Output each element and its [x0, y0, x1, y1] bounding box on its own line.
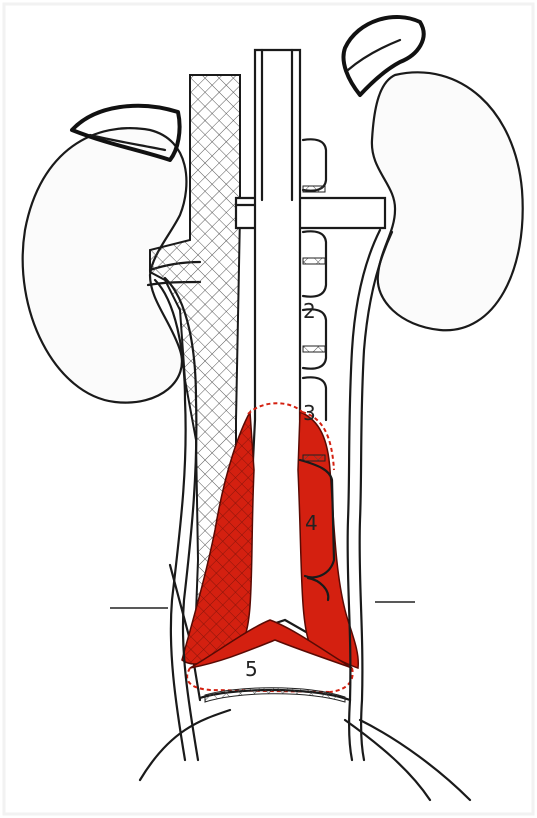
- vertebra-label-2: 2: [303, 299, 316, 323]
- vertebra-label-4: 4: [305, 511, 318, 535]
- vertebra-label-3: 3: [303, 401, 316, 425]
- vertebra-label-5: 5: [245, 657, 258, 681]
